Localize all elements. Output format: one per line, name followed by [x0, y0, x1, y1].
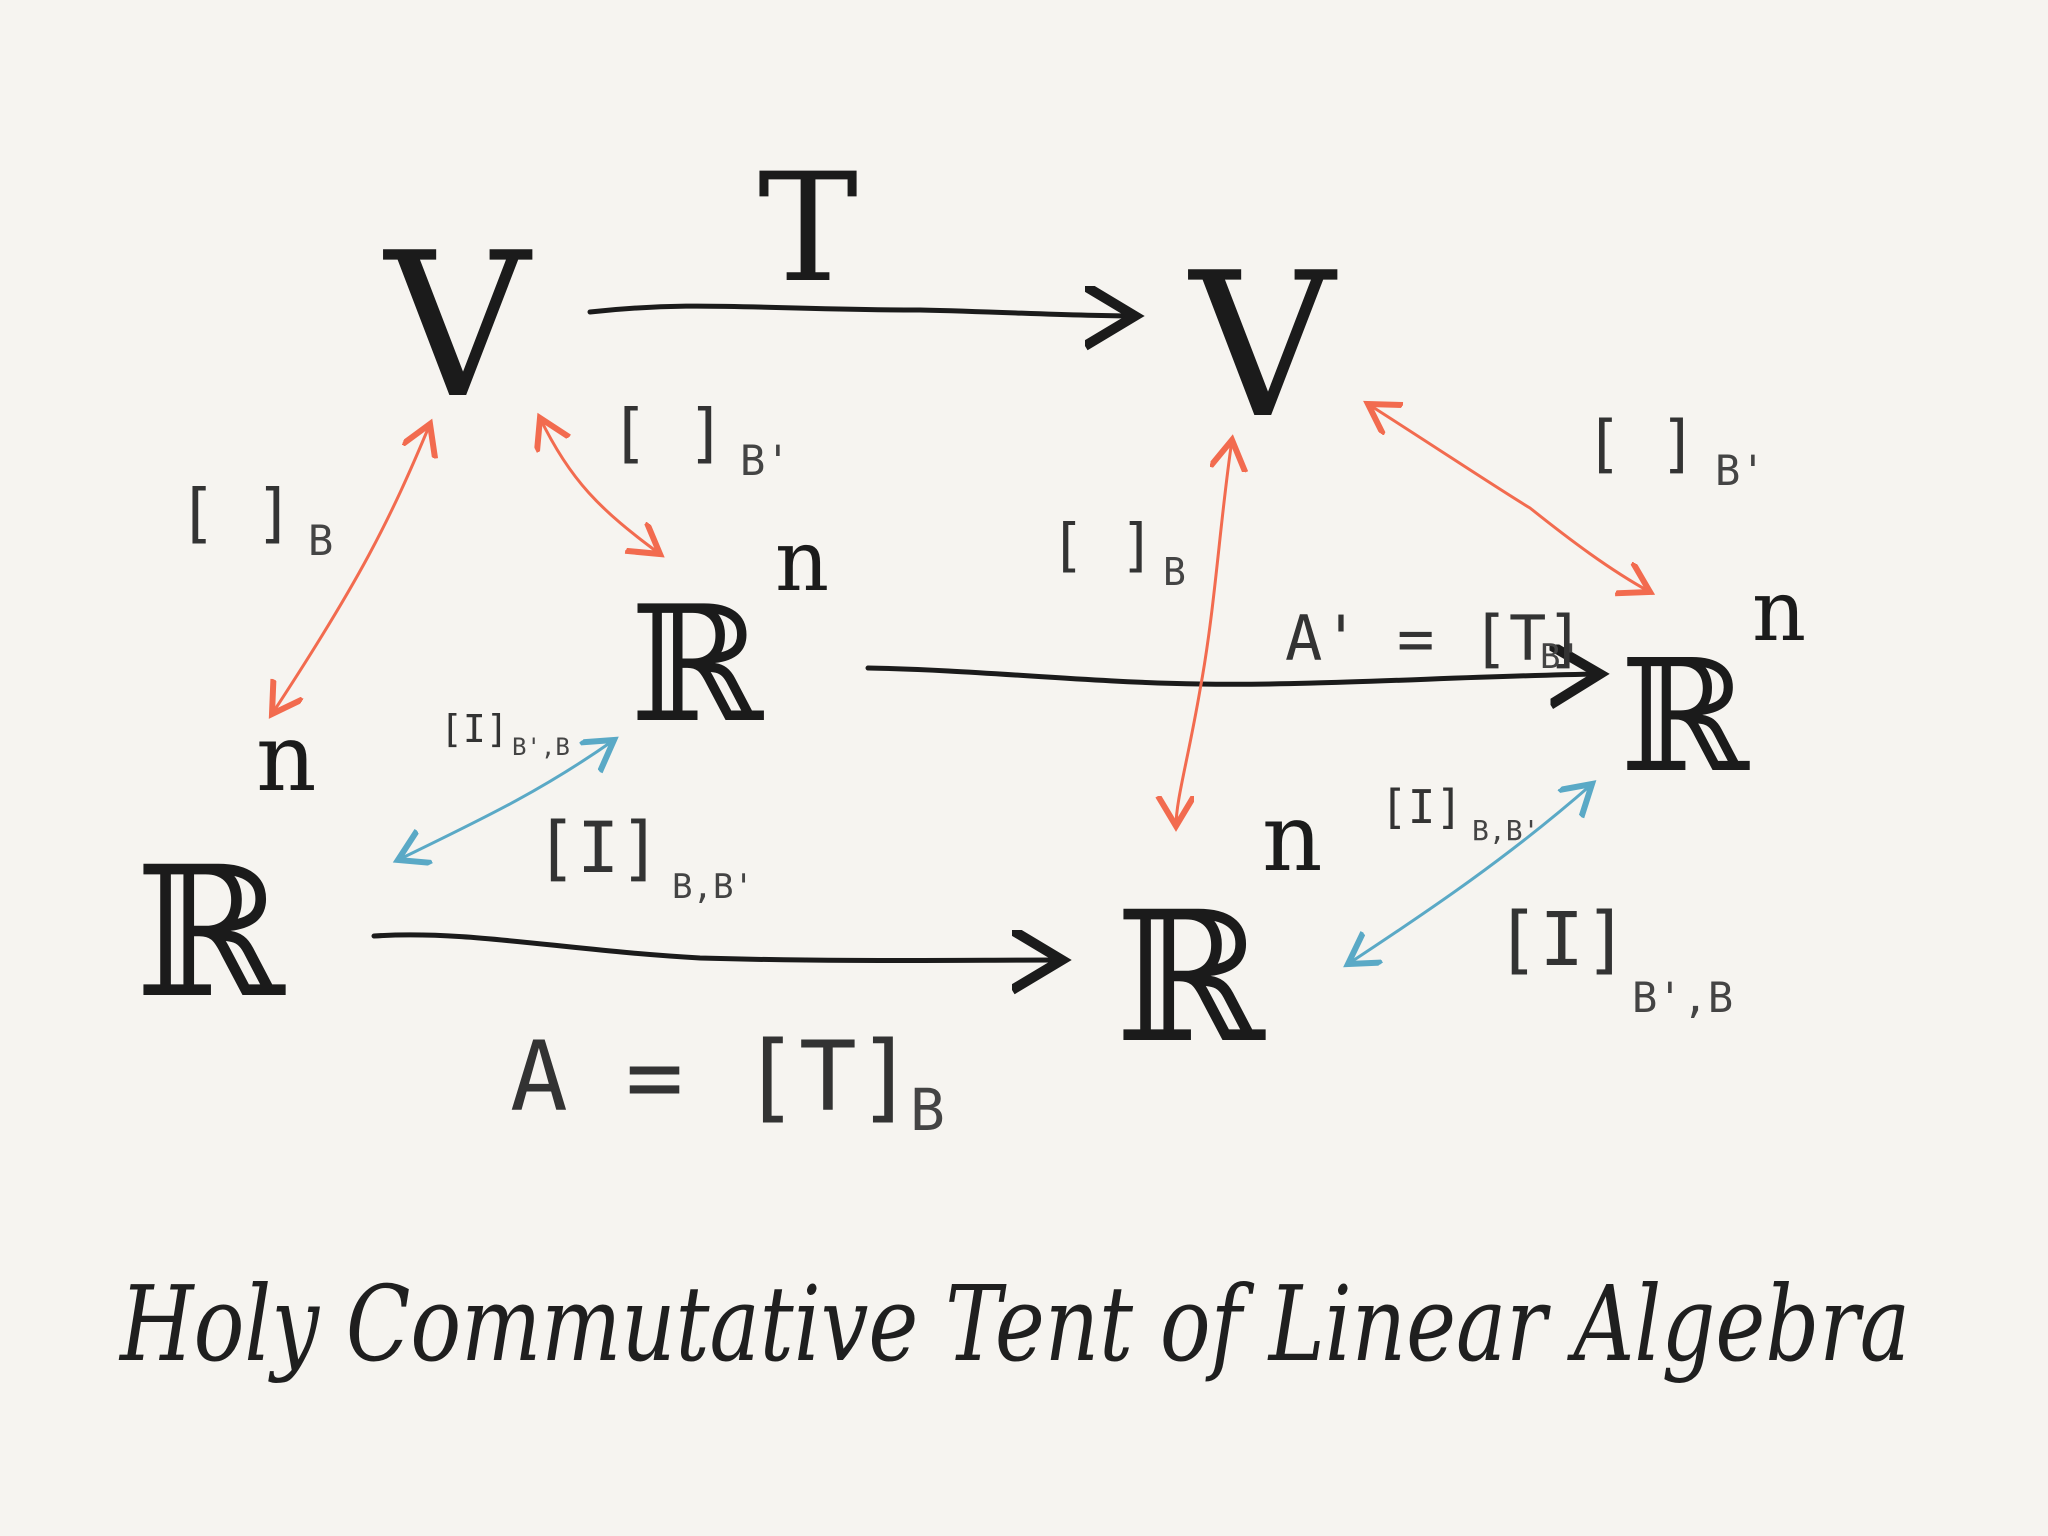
- label-coord-b-right-sub: B: [1163, 550, 1186, 594]
- node-r-lower-left: ℝ: [135, 829, 286, 1038]
- node-r-upper-mid: ℝ: [630, 571, 764, 758]
- label-coord-b-prime-left: [ ]: [610, 397, 726, 471]
- label-ib-right-small: [I]: [1380, 780, 1463, 834]
- label-coord-b-prime-left-sub: B': [740, 436, 791, 485]
- t-arrow: [587, 306, 1135, 316]
- label-coord-b-right: [ ]: [1050, 511, 1155, 579]
- label-coord-b-left: [ ]: [178, 477, 294, 551]
- coord-b-left-arrow: [272, 424, 430, 714]
- label-ib-left-small: [I]: [440, 707, 509, 751]
- node-v-right: V: [1188, 230, 1338, 463]
- coord-b-prime-right-arrow: [1368, 404, 1650, 592]
- node-v-left: V: [383, 210, 533, 443]
- label-ib-left-large: [I]: [535, 807, 661, 889]
- change-of-basis-left-arrow: [398, 740, 614, 860]
- coord-b-right-arrow: [1176, 440, 1232, 826]
- node-r-lower-mid: ℝ: [1115, 874, 1266, 1083]
- label-coord-b-prime-right-sub: B': [1715, 446, 1766, 495]
- label-a-matrix-sub: B: [910, 1076, 945, 1144]
- label-ib-right-large: [I]: [1495, 897, 1629, 983]
- label-a-prime-matrix: A' = [T]: [1285, 602, 1584, 675]
- diagram-title: Holy Commutative Tent of Linear Algebra: [118, 1263, 1910, 1385]
- coord-b-prime-left-arrow: [540, 418, 660, 554]
- label-coord-b-left-sub: B: [308, 516, 333, 565]
- node-r-upper-right-exponent: n: [1752, 562, 1806, 660]
- label-ib-left-large-sub: B,B': [672, 867, 754, 907]
- node-r-lower-left-exponent: n: [256, 704, 317, 813]
- label-ib-right-large-sub: B',B: [1632, 973, 1733, 1022]
- node-r-upper-mid-exponent: n: [775, 512, 829, 610]
- a-arrow: [371, 935, 1062, 961]
- label-a-prime-matrix-sub: B': [1540, 637, 1581, 677]
- label-ib-left-small-sub: B',B: [512, 733, 570, 761]
- node-r-upper-right: ℝ: [1620, 626, 1750, 807]
- node-r-lower-mid-exponent: n: [1262, 784, 1323, 893]
- change-of-basis-right-arrow: [1348, 784, 1592, 964]
- label-t-map: T: [758, 142, 858, 316]
- label-coord-b-prime-right: [ ]: [1585, 407, 1697, 480]
- label-ib-right-small-sub: B,B': [1472, 814, 1539, 847]
- label-a-matrix: A = [T]: [510, 1021, 915, 1133]
